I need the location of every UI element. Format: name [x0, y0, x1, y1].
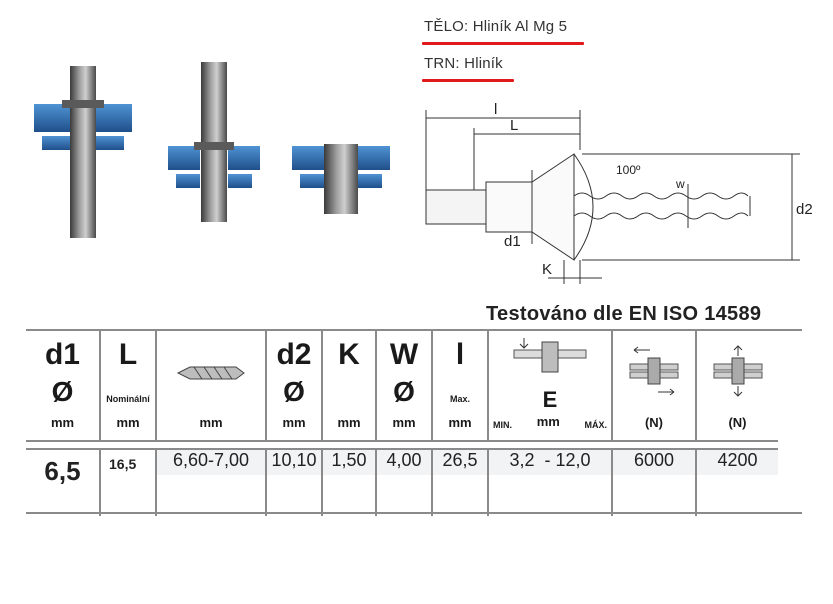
label-L: L	[510, 117, 518, 134]
cell-d1: 6,5	[26, 449, 101, 516]
header-tensile: (N)	[696, 330, 778, 441]
table-mid-rule	[26, 440, 778, 450]
header-d1: d1 Ø mm	[26, 330, 101, 441]
header-shear: (N)	[612, 330, 697, 441]
header-d2-symbol: d2	[276, 338, 312, 371]
shear-force-icon	[629, 346, 679, 396]
header-L-note: Nominální	[106, 394, 150, 404]
header-tensile-unit: (N)	[728, 415, 747, 430]
header-K-symbol: K	[338, 338, 360, 371]
table-bottom-rule	[26, 512, 802, 514]
header-E-unit: mm	[536, 414, 560, 429]
header-d2-unit: mm	[282, 415, 306, 430]
rivet-step-1	[34, 66, 132, 238]
header-E-min: MIN.	[493, 420, 512, 430]
label-w: w	[675, 177, 685, 191]
header-drill: mm	[156, 330, 267, 441]
header-K-unit: mm	[337, 415, 361, 430]
rivet-step-3	[292, 144, 390, 214]
label-angle: 100º	[616, 163, 641, 177]
header-L-symbol: L	[118, 338, 138, 371]
header-shear-unit: (N)	[644, 415, 664, 430]
header-L-unit: mm	[116, 415, 140, 430]
cell-l: 26,5	[432, 449, 489, 516]
table-header-row: d1 Ø mm L Nominální mm mm d2 Ø mm K mm W	[26, 330, 778, 441]
label-d2: d2	[796, 201, 813, 218]
cell-tensile: 4200	[696, 449, 778, 516]
cell-shear: 6000	[612, 449, 697, 516]
header-l-unit: mm	[448, 415, 472, 430]
header-d2-diameter: Ø	[283, 376, 305, 407]
table-row: 6,5 16,5 6,60-7,00 10,10 1,50 4,00 26,5 …	[26, 449, 778, 516]
header-drill-unit: mm	[199, 415, 223, 430]
header-K: K mm	[322, 330, 377, 441]
spec-table: d1 Ø mm L Nominální mm mm d2 Ø mm K mm W	[26, 330, 778, 516]
cell-K: 1,50	[322, 449, 377, 516]
header-W: W Ø mm	[376, 330, 433, 441]
cell-L: 16,5	[100, 449, 157, 516]
header-W-unit: mm	[392, 415, 416, 430]
header-d1-unit: mm	[50, 415, 75, 430]
standard-title: Testováno dle EN ISO 14589	[486, 303, 762, 325]
body-material-underline	[422, 42, 584, 45]
header-l-symbol: l	[455, 338, 465, 371]
cell-d2: 10,10	[266, 449, 323, 516]
label-l-total: l	[494, 101, 497, 118]
cell-W: 4,00	[376, 449, 433, 516]
header-W-symbol: W	[389, 338, 419, 371]
header-d2: d2 Ø mm	[266, 330, 323, 441]
grip-range-icon	[513, 338, 587, 373]
header-d1-diameter: Ø	[51, 376, 74, 407]
body-material-label: TĚLO: Hliník Al Mg 5	[424, 18, 568, 35]
header-E-max: MÁX.	[584, 420, 608, 430]
header-L: L Nominální mm	[100, 330, 157, 441]
header-E: E MIN. mm MÁX.	[488, 330, 613, 441]
drill-bit-icon	[176, 366, 245, 380]
rivet-step-2	[168, 62, 260, 222]
label-d1: d1	[504, 233, 521, 250]
cell-E: 3,2 - 12,0	[488, 449, 613, 516]
label-K: K	[542, 261, 552, 278]
rivet-installation-illustration	[34, 62, 390, 238]
rivet-technical-drawing: l L 100º w d2 d1 K	[425, 101, 813, 284]
header-W-diameter: Ø	[393, 376, 415, 407]
cell-drill: 6,60-7,00	[156, 449, 267, 516]
header-l-note: Max.	[449, 394, 470, 404]
tensile-force-icon	[713, 345, 762, 397]
header-E-symbol: E	[542, 387, 558, 412]
header-l: l Max. mm	[432, 330, 489, 441]
header-d1-symbol: d1	[44, 338, 80, 371]
mandrel-material-label: TRN: Hliník	[424, 55, 503, 72]
mandrel-material-underline	[422, 79, 514, 82]
